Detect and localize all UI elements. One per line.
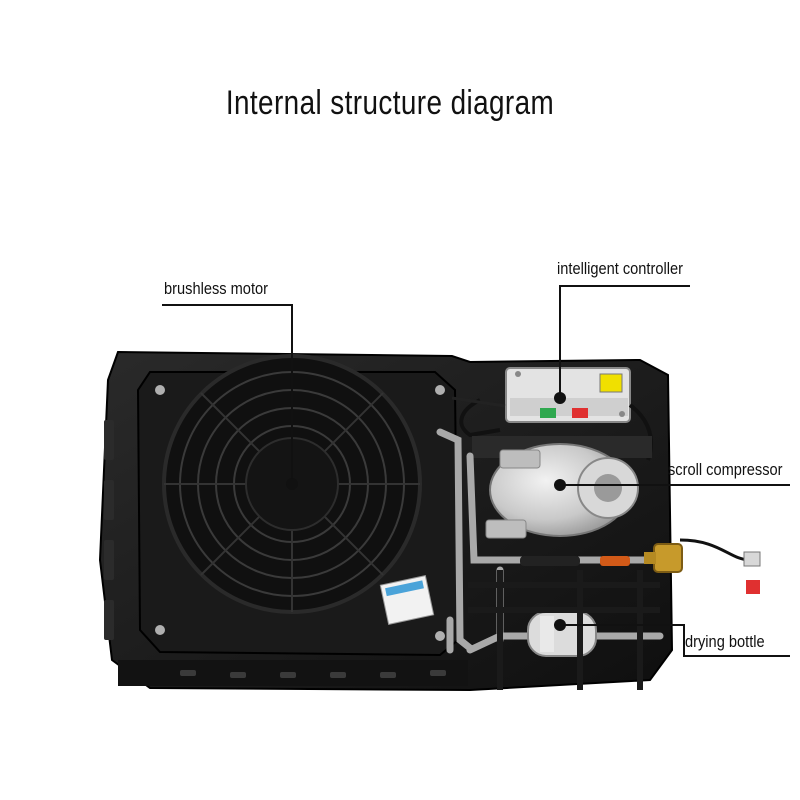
leader-line-drying-bottle (560, 624, 790, 657)
page-title: Internal structure diagram (225, 84, 555, 122)
brass-valve (644, 538, 761, 594)
leader-line-brushless-motor (162, 304, 293, 484)
frame-rails (468, 570, 660, 690)
intelligent-controller (451, 367, 653, 461)
label-drying-bottle: drying bottle (685, 632, 765, 651)
leader-line-intelligent-controller (559, 285, 690, 398)
pipe-hose (520, 556, 630, 566)
label-brushless-motor: brushless motor (164, 279, 269, 298)
leader-lines (162, 285, 790, 657)
label-scroll-compressor: scroll compressor (668, 460, 783, 479)
warning-sticker (379, 575, 435, 625)
leader-dots (286, 392, 566, 631)
drying-bottle (527, 611, 597, 657)
label-intelligent-controller: intelligent controller (557, 259, 683, 278)
